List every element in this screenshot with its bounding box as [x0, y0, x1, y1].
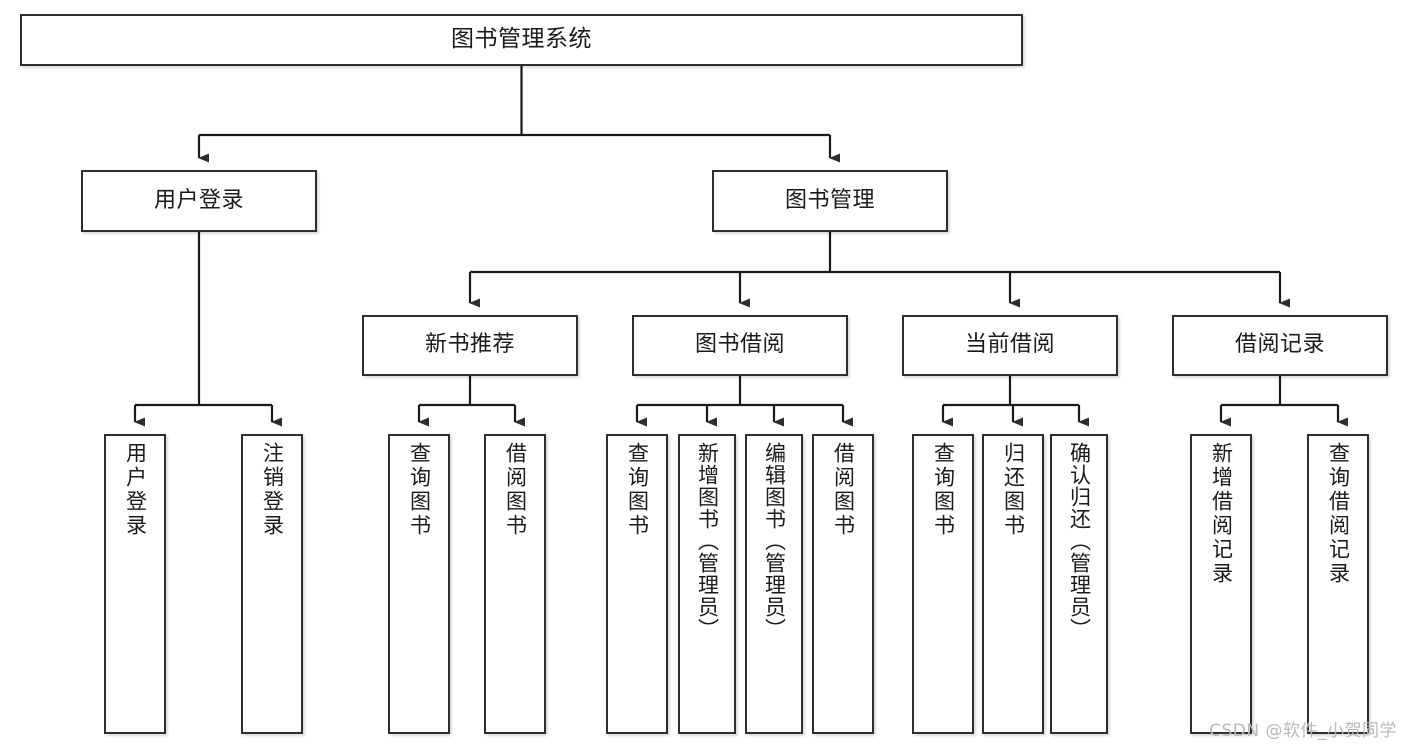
leaf-return-book[interactable]: 归还图书: [982, 434, 1044, 734]
leaf-edit-book-admin-label: 编辑图书（管理员）: [762, 442, 787, 640]
leaf-logout-label: 注销登录: [260, 442, 285, 538]
leaf-confirm-return-admin-label: 确认归还（管理员）: [1067, 442, 1092, 640]
leaf-borrow-book-label: 借阅图书: [831, 442, 856, 538]
node-book-borrow[interactable]: 图书借阅: [632, 315, 848, 376]
leaf-query-borrow-record-label: 查询借阅记录: [1326, 442, 1351, 586]
watermark: CSDN @软件_小贺同学: [1209, 721, 1397, 741]
leaf-query-book-recommend-label: 查询图书: [407, 442, 432, 538]
node-new-book-recommend-label: 新书推荐: [424, 332, 515, 358]
leaf-confirm-return-admin[interactable]: 确认归还（管理员）: [1050, 434, 1108, 734]
node-book-management-label: 图书管理: [784, 187, 875, 213]
leaf-borrow-book-recommend-label: 借阅图书: [503, 442, 528, 538]
leaf-query-book-recommend[interactable]: 查询图书: [388, 434, 450, 734]
leaf-add-book-admin-label: 新增图书（管理员）: [695, 442, 720, 640]
leaf-edit-book-admin[interactable]: 编辑图书（管理员）: [745, 434, 803, 734]
node-root-label: 图书管理系统: [451, 26, 592, 53]
node-new-book-recommend[interactable]: 新书推荐: [362, 315, 578, 376]
node-user-login-label: 用户登录: [153, 187, 244, 213]
leaf-query-book-borrow[interactable]: 查询图书: [606, 434, 668, 734]
leaf-logout[interactable]: 注销登录: [241, 434, 303, 734]
leaf-add-book-admin[interactable]: 新增图书（管理员）: [678, 434, 736, 734]
leaf-query-borrow-record[interactable]: 查询借阅记录: [1307, 434, 1369, 734]
node-borrow-record-label: 借阅记录: [1234, 332, 1325, 358]
node-current-borrow[interactable]: 当前借阅: [902, 315, 1118, 376]
leaf-query-book-current[interactable]: 查询图书: [912, 434, 974, 734]
leaf-user-login-label: 用户登录: [123, 442, 148, 538]
node-book-borrow-label: 图书借阅: [694, 332, 785, 358]
node-root[interactable]: 图书管理系统: [20, 14, 1023, 66]
leaf-query-book-current-label: 查询图书: [931, 442, 956, 538]
leaf-query-book-borrow-label: 查询图书: [625, 442, 650, 538]
node-book-management[interactable]: 图书管理: [712, 170, 948, 232]
leaf-user-login[interactable]: 用户登录: [104, 434, 166, 734]
node-user-login[interactable]: 用户登录: [81, 170, 317, 232]
leaf-borrow-book-recommend[interactable]: 借阅图书: [484, 434, 546, 734]
node-borrow-record[interactable]: 借阅记录: [1172, 315, 1388, 376]
leaf-return-book-label: 归还图书: [1001, 442, 1026, 538]
leaf-add-borrow-record[interactable]: 新增借阅记录: [1190, 434, 1252, 734]
leaf-borrow-book[interactable]: 借阅图书: [812, 434, 874, 734]
node-current-borrow-label: 当前借阅: [964, 332, 1055, 358]
leaf-add-borrow-record-label: 新增借阅记录: [1209, 442, 1234, 586]
